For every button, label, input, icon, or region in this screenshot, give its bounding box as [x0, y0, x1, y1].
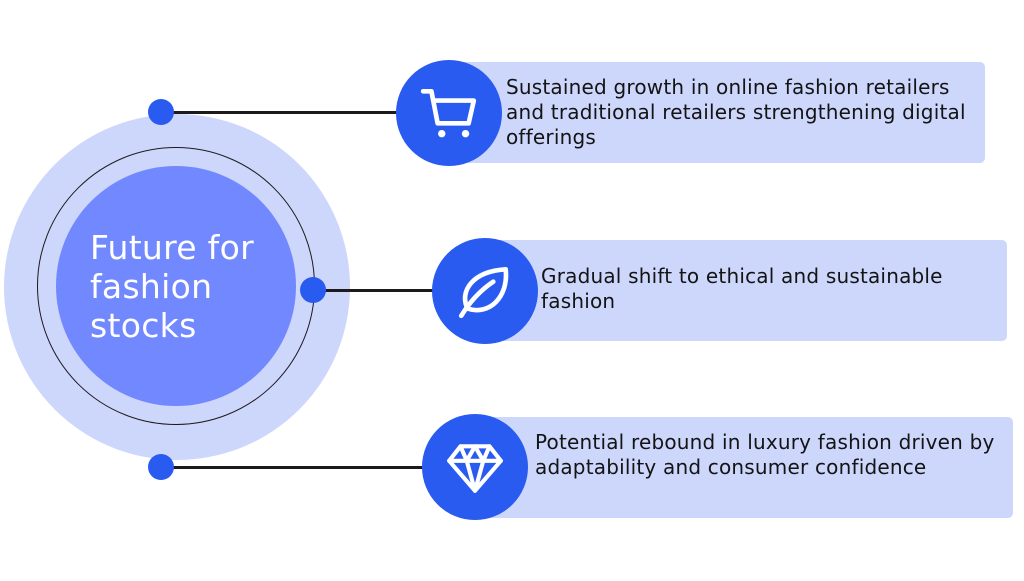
center-circle [56, 166, 296, 406]
connector-line-3 [160, 466, 435, 469]
connector-line-2 [313, 289, 443, 292]
connector-line-1 [160, 111, 410, 114]
connector-dot-1 [148, 99, 174, 125]
item-badge-2 [432, 238, 538, 344]
shopping-cart-icon [418, 82, 480, 144]
item-card-3 [470, 417, 1013, 518]
connector-dot-3 [148, 454, 174, 480]
connector-dot-2 [300, 277, 326, 303]
leaf-icon [454, 260, 516, 322]
item-text-3: Potential rebound in luxury fashion driv… [535, 430, 995, 479]
center-title: Future for fashion stocks [90, 228, 254, 345]
item-badge-1 [396, 60, 502, 166]
item-text-1: Sustained growth in online fashion retai… [506, 75, 966, 149]
item-text-2: Gradual shift to ethical and sustainable… [541, 264, 943, 313]
item-card-1 [444, 62, 985, 163]
diamond-icon [444, 436, 506, 498]
item-card-2 [480, 240, 1007, 341]
item-badge-3 [422, 414, 528, 520]
